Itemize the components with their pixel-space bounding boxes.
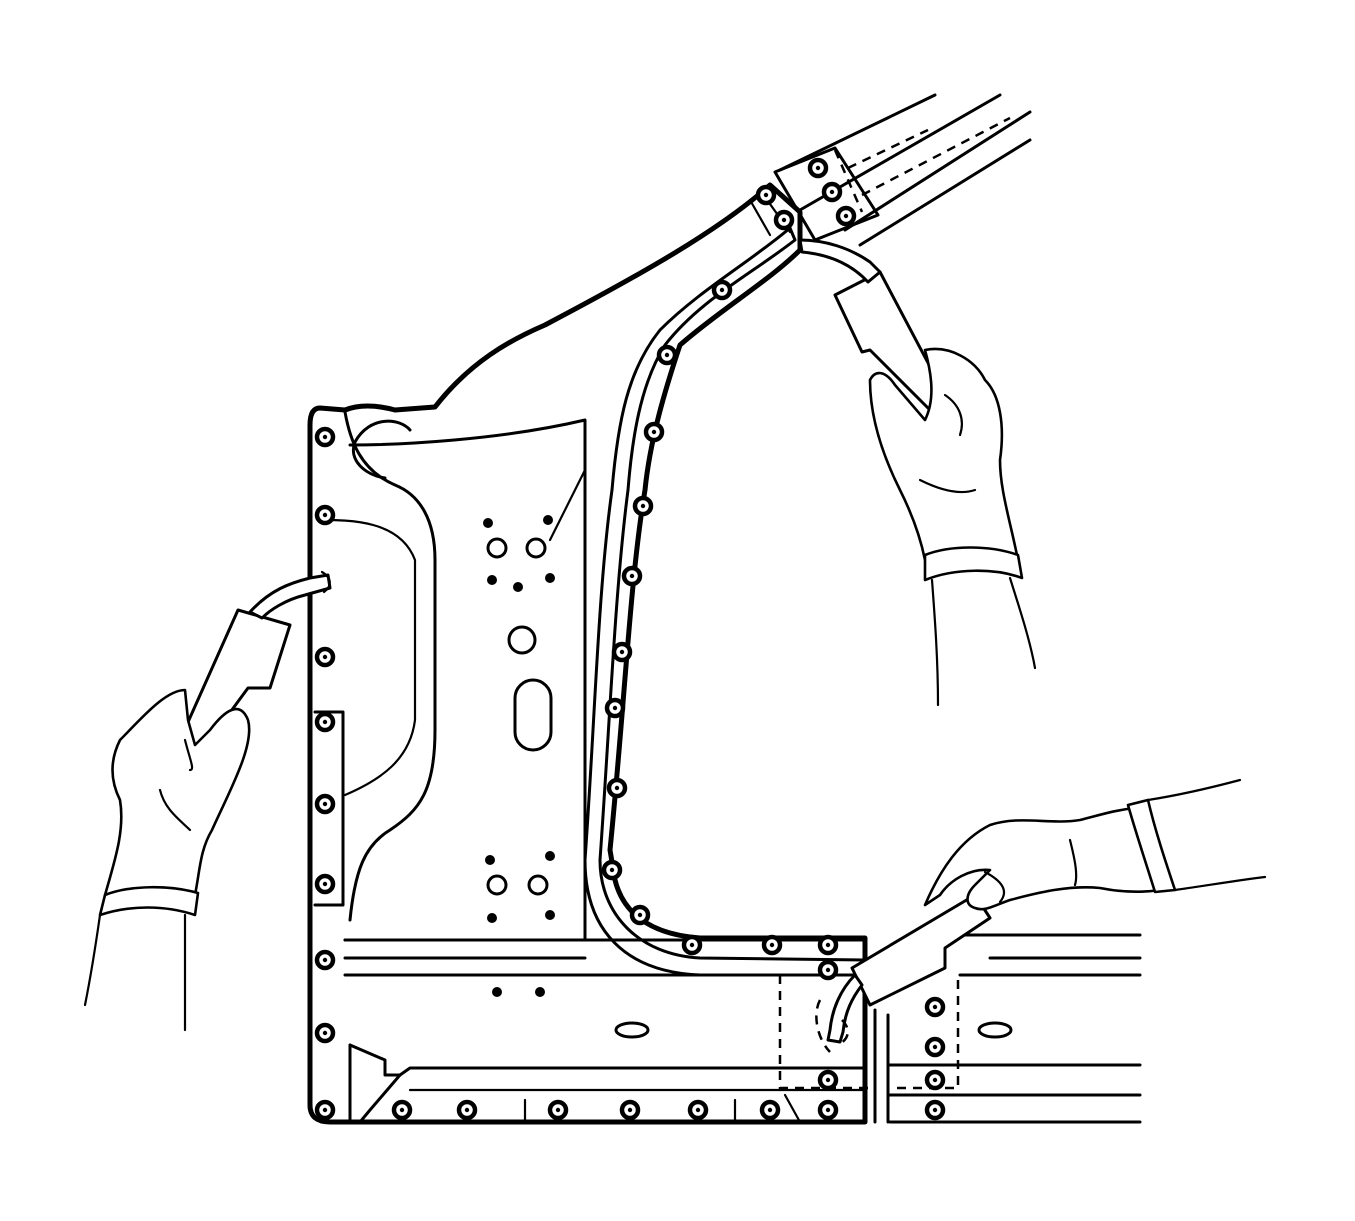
bottom-glove-fingers <box>983 838 1078 904</box>
bottom-gun-nozzle <box>826 973 864 1044</box>
rocker-extension <box>873 1008 890 1124</box>
top-glove-cuff <box>923 546 1024 582</box>
left-arm <box>83 913 187 1032</box>
weld-spot-center <box>637 912 643 918</box>
weld-spot-center <box>695 1107 701 1113</box>
top-glove-fingers <box>918 393 977 494</box>
rocker-extension-hole <box>977 1021 1013 1039</box>
left-gun-tip <box>320 570 331 594</box>
weld-spot-center <box>322 957 328 963</box>
top-arm <box>930 576 1037 707</box>
weld-spot-center <box>825 942 831 948</box>
hinge-plate-outline <box>313 710 345 907</box>
weld-spot-center <box>829 189 835 195</box>
left-glove-cuff <box>98 885 200 917</box>
top-gun-nozzle <box>798 238 882 284</box>
weld-spot-center <box>322 881 328 887</box>
rocker-tick-3 <box>783 1093 802 1124</box>
hole <box>507 625 537 655</box>
weld-spot-center <box>629 573 635 579</box>
weld-spot-center <box>322 1030 328 1036</box>
hole <box>486 874 508 896</box>
roof-rail-dash <box>833 116 1011 213</box>
weld-spot-center <box>322 719 328 725</box>
weld-spot-center <box>322 1107 328 1113</box>
weld-spot-center <box>932 1044 938 1050</box>
weld-spot-center <box>640 503 646 509</box>
lock-wire-line <box>548 418 587 542</box>
left-glove-fingers <box>158 738 194 832</box>
rocker-line-6 <box>358 1073 402 1124</box>
weld-spot-center <box>781 217 787 223</box>
weld-spot-center <box>609 867 615 873</box>
weld-spot-center <box>689 942 695 948</box>
weld-spot-center <box>612 705 618 711</box>
roof-rail-upper <box>778 93 1032 247</box>
top-hand-glove <box>868 347 1020 562</box>
weld-spot-center <box>614 785 620 791</box>
reinforcement-inner-line <box>318 518 417 797</box>
hook-outline <box>351 419 412 480</box>
upper-reinforcement <box>343 410 437 922</box>
weld-spot-center <box>322 434 328 440</box>
hole <box>525 537 547 559</box>
bottom-arm <box>1146 778 1267 892</box>
weld-spot-center <box>815 165 821 171</box>
small-holes <box>483 515 555 997</box>
inner-panel-arch <box>343 418 587 942</box>
weld-spot-center <box>464 1107 470 1113</box>
weld-spot-center <box>719 287 725 293</box>
rocker-dash-box <box>778 975 870 1090</box>
weld-spot-center <box>932 1077 938 1083</box>
body-side-panel <box>307 182 868 1125</box>
weld-spot-center <box>932 1004 938 1010</box>
weld-spot-center <box>651 429 657 435</box>
oval-slot <box>513 678 553 752</box>
weld-spot-center <box>769 942 775 948</box>
rocker-extension-lines <box>888 933 1142 1124</box>
left-gun-nozzle <box>248 573 332 620</box>
bottom-gun-body <box>850 893 992 1007</box>
panel-holes <box>486 537 650 1039</box>
bottom-hand-glove <box>923 806 1162 911</box>
weld-spot-center <box>322 512 328 518</box>
weld-spot-center <box>932 1107 938 1113</box>
weld-spot-center <box>763 192 769 198</box>
weld-spot-center <box>399 1107 405 1113</box>
hole <box>614 1021 650 1039</box>
hole <box>527 874 549 896</box>
weld-spot-center <box>627 1107 633 1113</box>
bottom-gun-tip-arc <box>815 999 850 1053</box>
opening-flange <box>583 226 867 977</box>
weld-spot-center <box>825 967 831 973</box>
weld-spots <box>314 157 946 1121</box>
left-hand-glove <box>103 688 251 897</box>
weld-spot-center <box>825 1077 831 1083</box>
weld-spot-center <box>322 801 328 807</box>
weld-spot-center <box>825 1107 831 1113</box>
rocker-line-4 <box>348 1043 867 1077</box>
roof-rail-section <box>773 146 880 242</box>
weld-spot-center <box>619 649 625 655</box>
weld-spot-center <box>555 1107 561 1113</box>
weld-spot-center <box>843 213 849 219</box>
rocker-extension-dash <box>890 980 960 1090</box>
weld-spot-center <box>322 654 328 660</box>
weld-spot-center <box>767 1107 773 1113</box>
hole <box>486 537 508 559</box>
weld-spot-center <box>664 352 670 358</box>
